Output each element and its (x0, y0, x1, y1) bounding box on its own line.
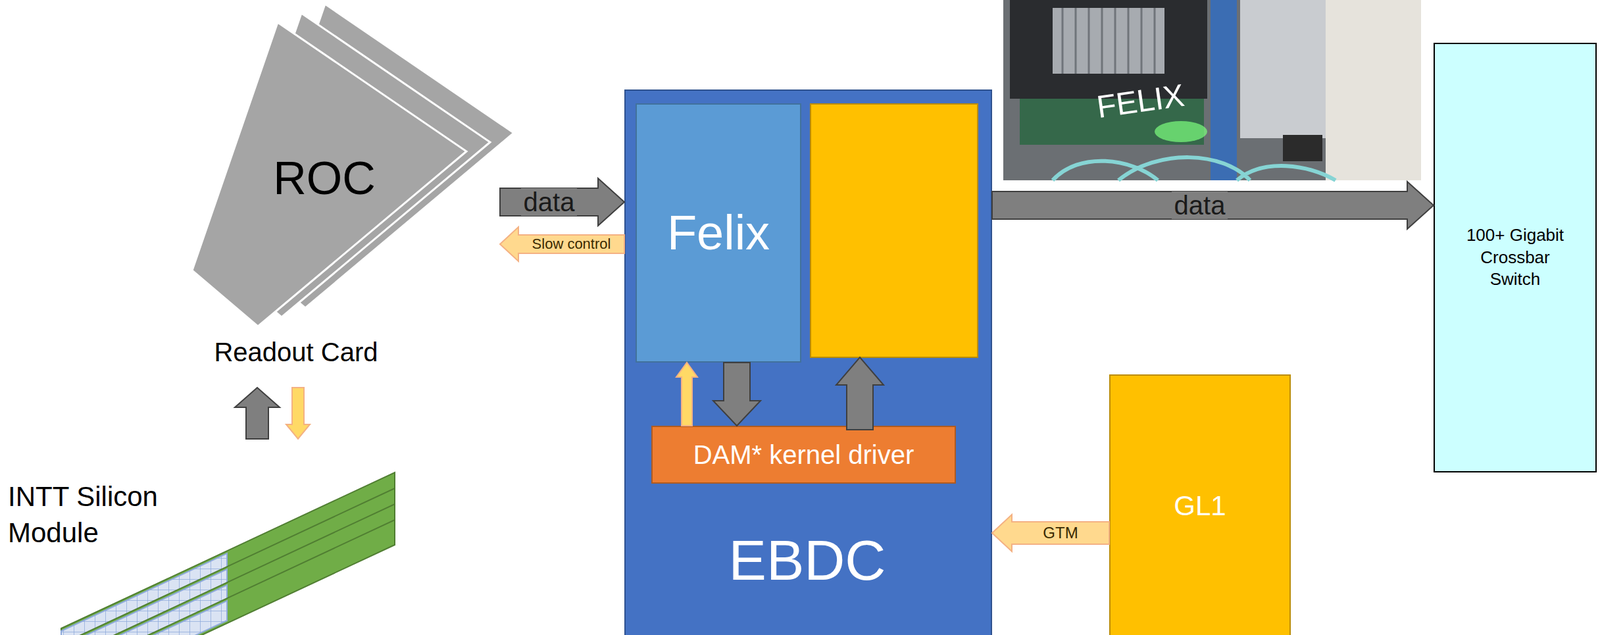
label-holder: data (1171, 191, 1229, 220)
data-arrow (992, 181, 1434, 229)
felix-box: Felix (635, 103, 802, 363)
node-caption: Readout Card (213, 336, 378, 368)
data-arrow (713, 362, 761, 426)
card-shape (192, 22, 467, 327)
node-title: EBDC (728, 526, 887, 595)
edge-label: data (1171, 191, 1229, 220)
sensor-grid (61, 600, 227, 635)
node-title: 100+ Gigabit Crossbar Switch (1459, 224, 1572, 291)
control-arrow (286, 387, 310, 439)
heat-sink (1052, 7, 1165, 74)
stave-band (61, 519, 395, 635)
edge-label: GTM (1040, 524, 1081, 542)
text-holder: ROC (273, 150, 376, 206)
led-glow (1154, 121, 1208, 143)
device (1282, 134, 1323, 162)
side-panel (1240, 0, 1326, 139)
label-holder: Slow control (529, 236, 614, 252)
label-holder: INTT Silicon Module (7, 478, 206, 551)
desk (1325, 0, 1422, 181)
label-holder: data (521, 188, 578, 216)
node-title: DAM* kernel driver (693, 437, 915, 472)
gl1-box: GL1 (1109, 374, 1291, 635)
edge-label: data (521, 188, 578, 216)
label-holder: FELIX (1096, 80, 1185, 122)
fiber-cables (1052, 157, 1336, 181)
node-title: Felix (667, 201, 770, 265)
data-arrow (234, 387, 280, 439)
node-title: GL1 (1173, 488, 1226, 525)
control-arrow (676, 362, 698, 426)
data-arrow (836, 357, 884, 430)
driver-box: DAM* kernel driver (651, 425, 956, 484)
blue-bracket (1210, 0, 1237, 181)
readout-card: ROC Readout Card (171, 0, 500, 375)
timing-arrow (992, 514, 1110, 552)
felix-photo (1003, 0, 1422, 181)
label-holder: GTM (1040, 524, 1081, 542)
switch-box: 100+ Gigabit Crossbar Switch (1433, 42, 1597, 473)
heat-sink-fins (1062, 7, 1155, 74)
buffer-box (810, 103, 978, 358)
text-holder: Readout Card (213, 336, 378, 368)
node-title: ROC (273, 150, 376, 206)
photo-label: FELIX (1094, 75, 1187, 128)
data-arrow (500, 178, 625, 226)
photo-ground (1003, 0, 1422, 181)
slow-control-arrow (500, 226, 625, 262)
text-holder: EBDC (728, 526, 887, 595)
edge-label: Slow control (529, 236, 614, 252)
part-label: INTT Silicon Module (7, 478, 206, 551)
